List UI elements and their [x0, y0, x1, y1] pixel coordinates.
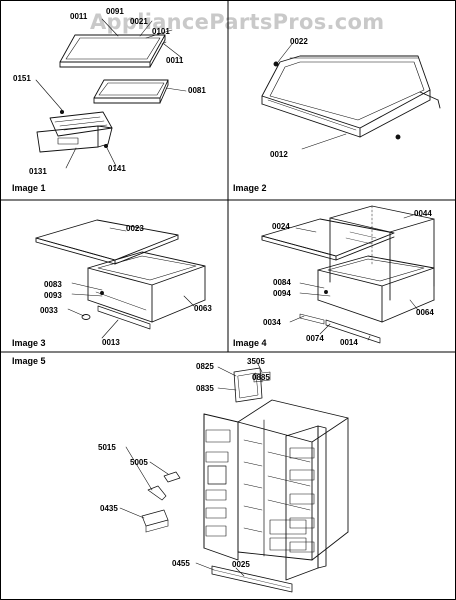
part-label: 0033 [40, 306, 58, 315]
part-label: 0064 [416, 308, 434, 317]
part-label: 0093 [44, 291, 62, 300]
watermark-text: AppliancePartsPros.com [90, 10, 385, 34]
part-label: 0012 [270, 150, 288, 159]
part-label: 0044 [414, 209, 432, 218]
caption-image-4: Image 4 [233, 338, 267, 348]
part-label: 0094 [273, 289, 291, 298]
image3-drawing [35, 219, 206, 330]
leader-lines [35, 18, 419, 577]
part-label: 0014 [340, 338, 358, 347]
part-label: 0835 [196, 384, 214, 393]
part-label: 0074 [306, 334, 324, 343]
part-label: 0011 [166, 56, 184, 65]
caption-image-2: Image 2 [233, 183, 267, 193]
caption-image-3: Image 3 [12, 338, 46, 348]
part-label: 0022 [290, 37, 308, 46]
part-label: 0091 [106, 7, 124, 16]
part-label: 3505 [247, 357, 265, 366]
part-label: 0101 [152, 27, 170, 36]
part-label: 0023 [126, 224, 144, 233]
part-label: 0013 [102, 338, 120, 347]
image5-drawing [141, 367, 349, 593]
caption-image-1: Image 1 [12, 183, 46, 193]
part-label: 5005 [130, 458, 148, 467]
part-label: 5015 [98, 443, 116, 452]
part-label: 0021 [130, 17, 148, 26]
part-label: 0435 [100, 504, 118, 513]
part-label: 0084 [273, 278, 291, 287]
part-label: 0024 [272, 222, 290, 231]
part-label: 0825 [196, 362, 214, 371]
part-label: 0455 [172, 559, 190, 568]
part-label: 0151 [13, 74, 31, 83]
part-label: 0063 [194, 304, 212, 313]
image4-drawing [261, 205, 435, 344]
part-label: 0885 [252, 373, 270, 382]
part-label: 0131 [29, 167, 47, 176]
part-label: 0025 [232, 560, 250, 569]
part-label: 0011 [70, 12, 88, 21]
caption-image-5: Image 5 [12, 356, 46, 366]
part-label: 0034 [263, 318, 281, 327]
image1-drawing [36, 34, 169, 153]
part-label: 0083 [44, 280, 62, 289]
image2-drawing [261, 55, 441, 140]
part-label: 0141 [108, 164, 126, 173]
part-label: 0081 [188, 86, 206, 95]
